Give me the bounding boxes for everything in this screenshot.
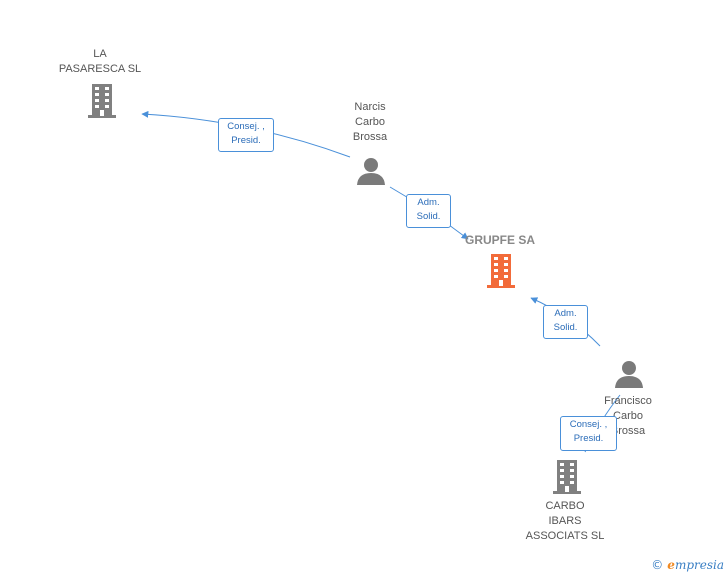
edge-label-adm-solid[interactable]: Adm. Solid. — [543, 305, 588, 339]
person-icon[interactable] — [614, 359, 644, 389]
edge-label-adm-solid[interactable]: Adm. Solid. — [406, 194, 451, 228]
person-icon[interactable] — [356, 156, 386, 186]
node-label-narcis: Narcis Carbo Brossa — [352, 101, 388, 143]
building-icon[interactable] — [551, 460, 583, 494]
empresia-logo: ©empresia — [651, 558, 724, 572]
node-label-carbo-ibars: CARBO IBARS ASSOCIATS SL — [525, 500, 605, 542]
node-label-la-pasaresca: LA PASARESCA SL — [58, 48, 142, 75]
building-icon[interactable] — [485, 254, 517, 288]
edge-label-consej-presid[interactable]: Consej. , Presid. — [560, 416, 617, 451]
node-label-francisco: Francisco Carbo Brossa — [604, 395, 652, 437]
node-label-grupfe: GRUPFE SA — [464, 233, 535, 247]
building-icon[interactable] — [86, 84, 118, 118]
copyright-icon: © — [651, 558, 664, 572]
edge-label-consej-presid[interactable]: Consej. , Presid. — [218, 118, 274, 152]
